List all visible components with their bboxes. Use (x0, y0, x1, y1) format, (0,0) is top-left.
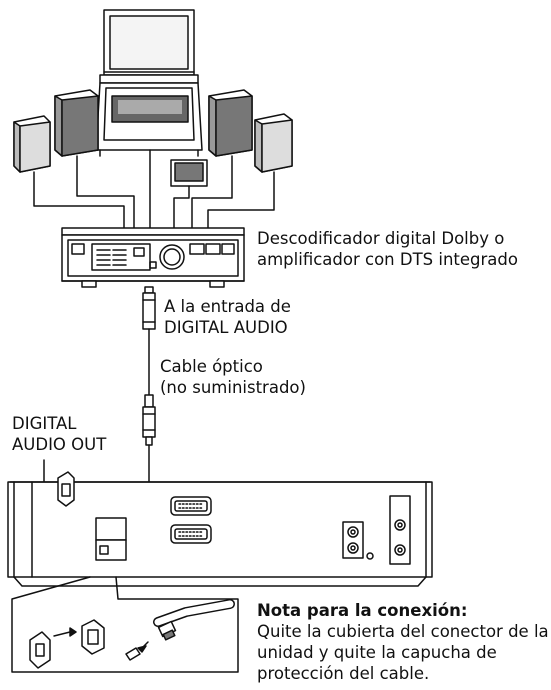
note-line2: unidad y quite la capucha de (257, 643, 497, 662)
input-label-line2: DIGITAL AUDIO (164, 318, 288, 337)
connector-cover-icon (29, 619, 105, 669)
optical-plug-top-icon (142, 286, 156, 396)
speaker-front-left-icon (54, 89, 99, 157)
speaker-front-right-icon (208, 89, 253, 157)
audio-out-label-line1: DIGITAL (12, 414, 77, 433)
decoder-label-line2: amplificador con DTS integrado (257, 250, 518, 269)
input-label-line1: A la entrada de (164, 297, 291, 316)
note-title: Nota para la conexión: (257, 601, 468, 620)
television-icon (95, 9, 203, 157)
plug-protective-cap-icon (125, 599, 235, 661)
audio-out-label-line2: AUDIO OUT (12, 435, 107, 454)
cable-label-line1: Cable óptico (160, 357, 263, 376)
decoder-amplifier-icon (61, 227, 245, 288)
dvd-player-rear-panel-icon (7, 471, 433, 587)
cable-label-line2: (no suministrado) (160, 378, 306, 397)
speaker-rear-left-icon (13, 115, 51, 173)
note-line3: protección del cable. (257, 664, 430, 683)
connection-detail-box (11, 576, 239, 673)
center-speaker-icon (170, 159, 208, 187)
speaker-rear-right-icon (254, 113, 293, 173)
decoder-label-line1: Descodificador digital Dolby o (257, 229, 505, 248)
note-line1: Quite la cubierta del conector de la (257, 622, 549, 641)
speaker-wires (33, 149, 275, 229)
